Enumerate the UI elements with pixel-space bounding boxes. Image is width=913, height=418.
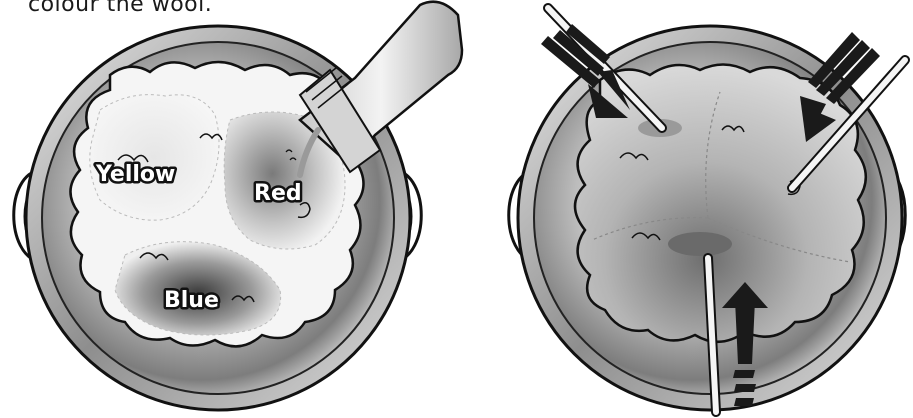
blue-label: Blue [164,288,219,313]
yellow-label: Yellow [95,162,175,187]
left-pot: Yellow Red Blue [14,2,462,410]
red-label: Red [254,181,302,206]
dye-pool-center [668,232,732,256]
right-pot [509,8,906,412]
